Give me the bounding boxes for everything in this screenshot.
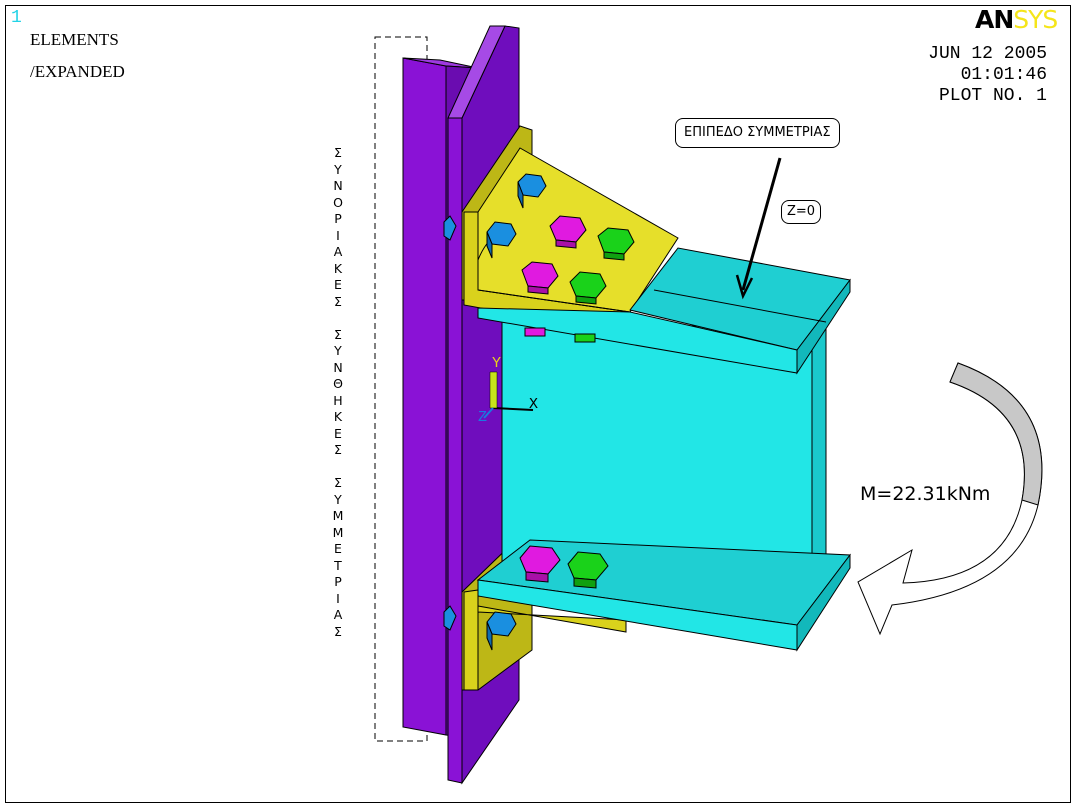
bolt-blue-1 (517, 173, 547, 209)
moment-label: M=22.31kNm (860, 483, 991, 505)
bolt-green-3 (567, 551, 609, 589)
callout-arrow-line (741, 157, 782, 291)
bolt-magenta-2 (521, 261, 559, 295)
boundary-letter: Σ (334, 145, 342, 160)
boundary-letter: Ι (336, 227, 340, 243)
window-number: 1 (11, 8, 22, 28)
symmetry-line (653, 289, 827, 323)
triad-x-axis (492, 407, 534, 411)
triad-z-axis (483, 407, 494, 419)
plot-frame (5, 5, 1071, 803)
beam-top-flange-end (796, 278, 851, 375)
plot-subtype-label: /EXPANDED (30, 62, 125, 81)
bolt-magenta-1 (549, 215, 587, 249)
bolt-green-2 (569, 271, 607, 305)
boundary-letter: Ι (336, 590, 340, 606)
plot-time: 01:01:46 (960, 65, 1047, 85)
boundary-letter: Ε (334, 541, 342, 556)
column-back-flange (402, 57, 447, 736)
triad-z-label: Z (478, 409, 488, 426)
boundary-letter: Ε (334, 277, 342, 292)
boundary-letter: Υ (334, 343, 342, 358)
bolts (443, 173, 635, 651)
triad-y-label: Y (492, 355, 502, 372)
boundary-letter (330, 459, 346, 476)
boundary-letter: Σ (334, 326, 342, 342)
plot-date: JUN 12 2005 (928, 44, 1047, 64)
boundary-letter: Ρ (334, 211, 342, 226)
boundary-letter: Ν (333, 359, 343, 375)
moment-arrow (857, 362, 1043, 636)
bolt-blue-3 (443, 215, 457, 241)
boundary-letter: Σ (334, 475, 342, 490)
boundary-letter: Σ (334, 442, 342, 457)
bolt-blue-2 (486, 221, 517, 259)
boundary-letter: Μ (332, 508, 344, 523)
boundary-letter: Μ (332, 524, 344, 540)
beam-bottom-flange-end (796, 553, 851, 652)
boundary-letter: Ε (334, 425, 342, 441)
plot-type-label: ELEMENTS (30, 30, 119, 49)
bolt-blue-5 (443, 605, 457, 631)
boundary-letter: Θ (333, 376, 343, 391)
bolt-green-1 (597, 227, 635, 261)
boundary-letter: Κ (333, 260, 343, 276)
boundary-letter: Ν (333, 178, 343, 193)
boundary-letter: Α (333, 244, 343, 259)
bolt-under-flange (524, 327, 596, 343)
lower-angle-front (463, 589, 627, 691)
boundary-letter: Υ (334, 491, 342, 507)
boundary-letter: Υ (334, 161, 342, 177)
symmetry-plane-callout: ΕΠΙΠΕΔΟ ΣΥΜΜΕΤΡΙΑΣ (675, 118, 840, 148)
triad-x-label: X (529, 396, 539, 413)
z-coordinate-callout: Z=0 (781, 200, 822, 224)
boundary-letter: Σ (334, 293, 342, 309)
boundary-letter: Ο (333, 194, 343, 210)
boundary-letter: Κ (333, 409, 343, 424)
column-front-flange-top (447, 25, 506, 119)
bolt-blue-4 (486, 611, 517, 651)
boundary-letter: Τ (334, 557, 342, 573)
boundary-letter: Α (333, 607, 343, 622)
ansys-logo: ANSYS (975, 5, 1058, 34)
plot-number: PLOT NO. 1 (938, 86, 1047, 106)
boundary-letter: Ρ (334, 574, 342, 589)
bolt-magenta-3 (519, 545, 561, 583)
boundary-letter (330, 310, 346, 327)
moment-arrow-shade (949, 362, 1043, 506)
triad-y-axis (489, 371, 498, 409)
callout-arrow-head (735, 274, 754, 300)
boundary-letter: Η (333, 392, 343, 408)
coordinate-triad (483, 371, 534, 419)
boundary-letter: Σ (334, 623, 342, 639)
